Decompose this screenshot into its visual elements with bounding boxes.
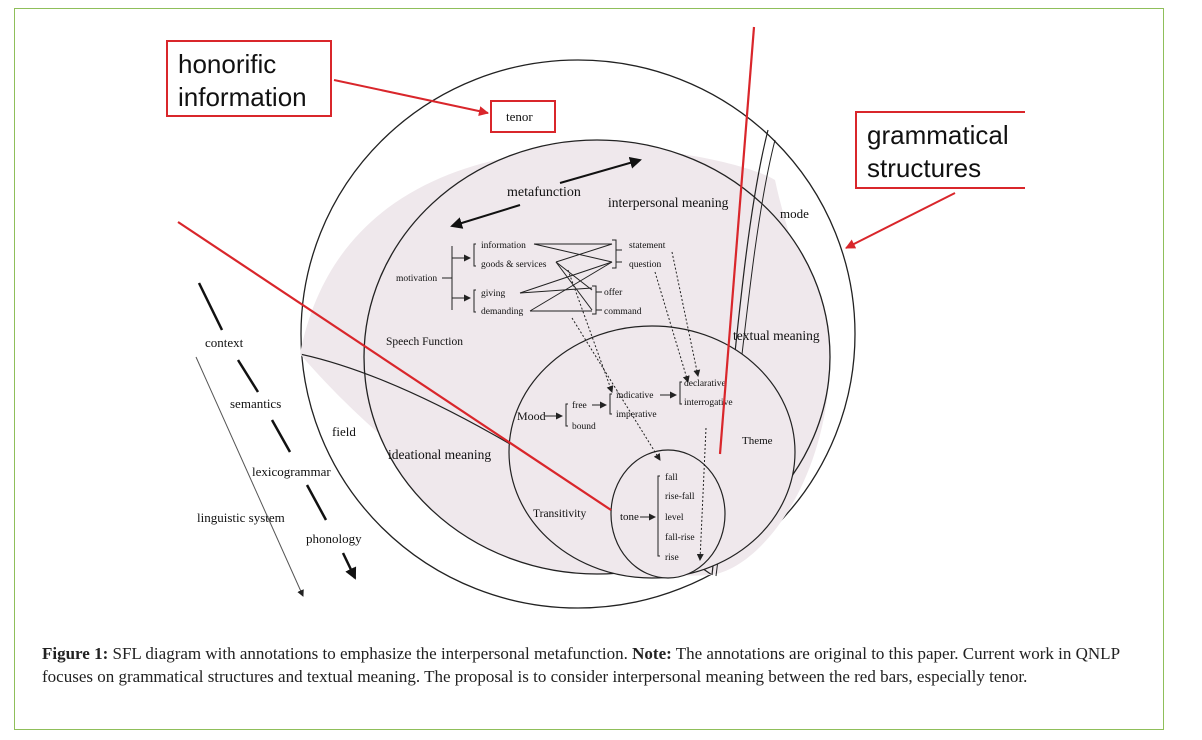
metafunction-arrow-right (559, 156, 642, 184)
svg-text:declarative: declarative (684, 379, 726, 389)
svg-text:free: free (572, 400, 587, 411)
svg-text:question: question (629, 260, 661, 270)
transitivity-label: Transitivity (533, 508, 587, 520)
speech-function-label: Speech Function (386, 336, 463, 348)
strata-labels: context semantics lexicogrammar phonolog… (197, 335, 362, 546)
tenor-label: tenor (506, 109, 533, 124)
mood-network: Mood free bound indicative imperative de… (517, 379, 733, 432)
svg-text:statement: statement (629, 241, 666, 251)
field-label: field (332, 424, 356, 439)
textual-meaning-label: textual meaning (733, 328, 820, 343)
red-bar-left (177, 221, 612, 511)
red-bar-right (718, 26, 756, 455)
interpersonal-meaning-label: interpersonal meaning (608, 195, 729, 210)
speech-function-network: motivation information goods & services … (396, 239, 707, 561)
honorific-line-1: honorific (178, 49, 277, 79)
tone-circle (610, 449, 726, 579)
svg-text:offer: offer (604, 287, 623, 298)
svg-text:tone: tone (620, 511, 639, 523)
svg-text:command: command (604, 307, 642, 317)
mode-label: mode (780, 206, 809, 221)
honorific-arrow (333, 79, 489, 117)
svg-text:level: level (665, 513, 684, 523)
linguistic-system-arrow (195, 356, 304, 597)
honorific-line-2: information (178, 82, 307, 112)
sfl-diagram: metafunction interpersonal meaning mode … (177, 26, 956, 609)
caption-label: Figure 1: (42, 644, 109, 663)
svg-text:fall-rise: fall-rise (665, 532, 695, 543)
figure-frame (14, 8, 1164, 730)
svg-text:fall: fall (665, 472, 678, 483)
svg-text:imperative: imperative (616, 410, 657, 420)
grammatical-structures-box: grammatical structures (855, 111, 1025, 189)
svg-text:giving: giving (481, 289, 506, 299)
caption-note-label: Note: (632, 644, 672, 663)
svg-text:bound: bound (572, 422, 596, 432)
tone-network: tone fall rise-fall level fall-rise rise (620, 472, 695, 563)
svg-text:motivation: motivation (396, 274, 437, 284)
context-label: context (205, 335, 244, 350)
lexicogrammar-label: lexicogrammar (252, 464, 331, 479)
svg-text:rise: rise (665, 553, 679, 563)
svg-text:goods & services: goods & services (481, 260, 547, 270)
linguistic-system-label: linguistic system (197, 510, 285, 525)
caption-text: SFL diagram with annotations to emphasiz… (108, 644, 633, 663)
honorific-information-box: honorific information (166, 40, 332, 117)
svg-text:demanding: demanding (481, 307, 523, 317)
ideational-meaning-label: ideational meaning (388, 447, 491, 462)
svg-text:rise-fall: rise-fall (665, 491, 695, 502)
grammatical-arrow (845, 192, 956, 249)
svg-text:Mood: Mood (517, 409, 546, 423)
grammatical-line-2: structures (867, 153, 982, 183)
phonology-label: phonology (306, 531, 362, 546)
strata-arrow (197, 282, 357, 580)
tenor-box (490, 100, 556, 133)
figure-caption: Figure 1: SFL diagram with annotations t… (42, 642, 1142, 688)
theme-label: Theme (742, 435, 773, 447)
semantics-label: semantics (230, 396, 281, 411)
metafunction-label: metafunction (507, 185, 581, 200)
svg-text:information: information (481, 240, 526, 251)
svg-text:interrogative: interrogative (684, 398, 733, 408)
metafunction-arrow-left (450, 204, 521, 229)
caption-note-text: The annotations are original to this pap… (42, 644, 1120, 686)
svg-text:indicative: indicative (616, 391, 653, 401)
grammatical-line-1: grammatical (867, 120, 1009, 150)
